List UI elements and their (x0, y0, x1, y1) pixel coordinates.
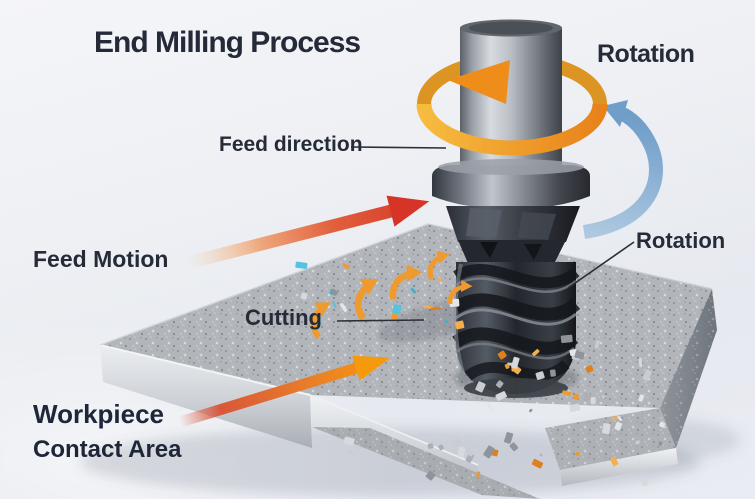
metal-chip (410, 287, 417, 294)
metal-chip (617, 415, 623, 421)
metal-chip (594, 340, 600, 349)
metal-chip (585, 365, 594, 373)
metal-chip (602, 395, 606, 399)
metal-chip (438, 277, 442, 282)
metal-chip (602, 423, 611, 435)
metal-chip (511, 356, 520, 369)
swirl-arrow-icon (389, 264, 423, 300)
metal-chip (295, 261, 308, 270)
metal-chip (475, 381, 486, 393)
metal-chip (575, 452, 581, 456)
milling-tool (432, 19, 590, 398)
workpiece-front-face (100, 345, 312, 448)
metal-chip (391, 313, 398, 321)
metal-chip (638, 394, 645, 402)
metal-chip (560, 334, 573, 344)
metal-chip (582, 392, 592, 401)
swirl-arrow-icon (427, 250, 450, 281)
metal-chip (658, 441, 663, 446)
metal-chip (509, 442, 519, 452)
leader-lines (336, 146, 635, 322)
rotation-arrow-orange (416, 60, 608, 156)
rotation-top-label: Rotation (597, 40, 695, 68)
metal-chip (504, 432, 514, 444)
metal-chip (495, 380, 504, 389)
metal-chip (343, 436, 355, 446)
metal-chip (425, 470, 436, 481)
workpiece-label-line2: Contact Area (33, 436, 182, 463)
metal-chip (444, 319, 449, 324)
chip-swirl-arrows (310, 250, 473, 339)
metal-chip (300, 292, 308, 300)
metal-chip (562, 390, 572, 396)
feed-motion-label: Feed Motion (33, 246, 169, 272)
workpiece-label-line1: Workpiece (33, 399, 165, 429)
metal-chip (535, 371, 545, 380)
metal-chip (330, 288, 339, 296)
metal-chip (392, 304, 402, 315)
metal-chip (531, 458, 544, 469)
swirl-arrow-icon (354, 278, 379, 321)
cutting-label: Cutting (245, 305, 322, 330)
metal-chip (438, 444, 445, 451)
metal-chip (569, 403, 581, 413)
metal-chip (476, 471, 481, 479)
metal-chip (639, 476, 649, 487)
metal-chip (483, 445, 495, 459)
metal-chip (342, 263, 350, 270)
metal-chip (584, 391, 588, 396)
metal-chip (457, 446, 466, 458)
metal-chip (529, 408, 533, 413)
metal-chip (569, 348, 577, 357)
metal-chip (486, 401, 494, 413)
metal-chip (495, 391, 507, 401)
metal-chip (614, 381, 623, 386)
metal-chip (464, 446, 475, 457)
rotation-right-label: Rotation (636, 228, 726, 253)
metal-chips (295, 261, 666, 487)
metal-chip (339, 303, 348, 313)
metal-chip (635, 440, 641, 445)
metal-chip (347, 451, 355, 455)
cutting-leader (336, 319, 425, 322)
collet-body (446, 206, 580, 242)
swirl-arrow-icon (447, 279, 473, 305)
feed-direction-leader (350, 146, 447, 149)
metal-chip (610, 456, 619, 467)
metal-chip (332, 301, 337, 308)
metal-chip (453, 438, 462, 446)
feed-motion-arrow (185, 195, 430, 270)
metal-chip (590, 397, 596, 405)
metal-chip (427, 443, 434, 449)
page-title: End Milling Process (94, 26, 361, 59)
rotation-right-leader (567, 241, 635, 289)
metal-chip (455, 320, 465, 330)
metal-chip (611, 415, 620, 421)
metal-chip (430, 307, 442, 311)
metal-chip (504, 363, 510, 369)
metal-chip (659, 421, 666, 428)
metal-chip (642, 369, 652, 381)
rotation-arrow-blue (582, 100, 663, 239)
metal-chip (574, 350, 585, 360)
tool-holder (432, 165, 590, 209)
feed-direction-label: Feed direction (219, 133, 363, 156)
contact-area-arrow (178, 355, 391, 428)
metal-chip (614, 421, 623, 431)
metal-chip (573, 394, 579, 400)
swirl-arrow-icon (310, 302, 331, 339)
metal-chip (532, 349, 540, 357)
metal-chip (549, 369, 556, 377)
metal-chip (497, 350, 507, 360)
metal-chip (638, 357, 643, 368)
metal-chip (539, 453, 543, 457)
